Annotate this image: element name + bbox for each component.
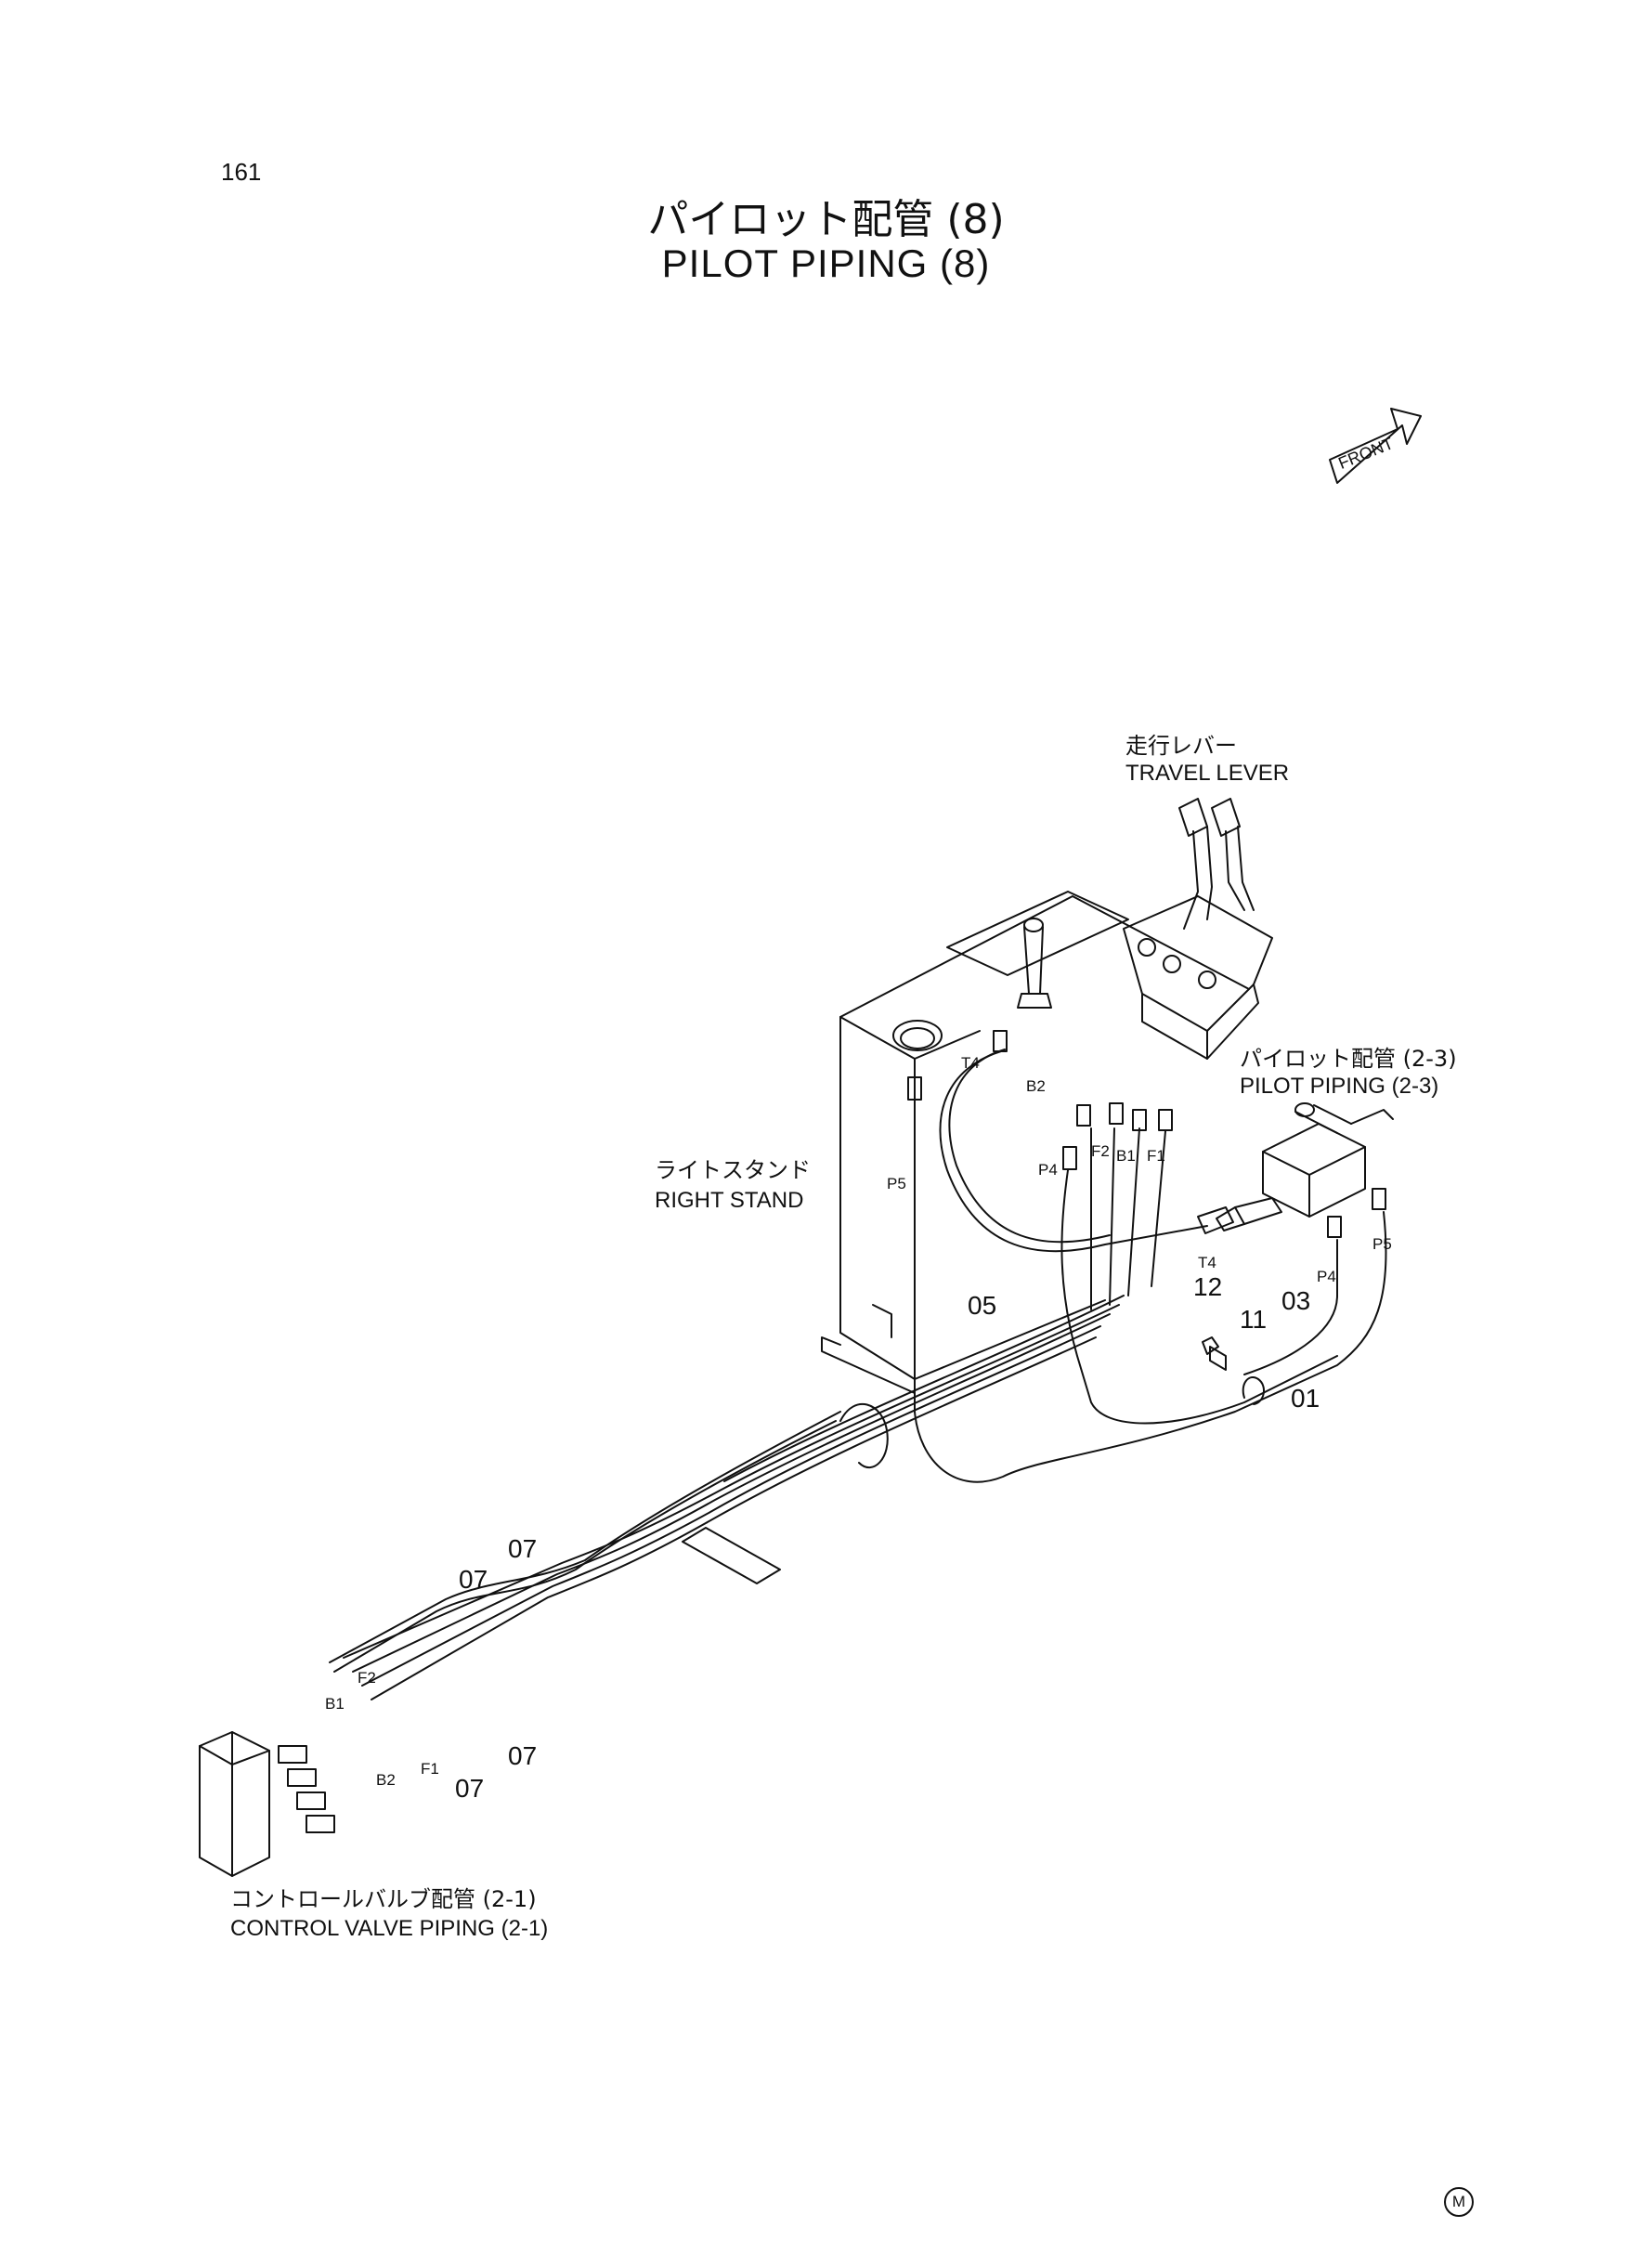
part-number-07: 07 (459, 1565, 488, 1594)
part-number-12: 12 (1193, 1272, 1223, 1301)
part-number-07: 07 (508, 1534, 538, 1563)
part-number-03: 03 (1281, 1286, 1311, 1315)
port-label-p5: P5 (1372, 1235, 1392, 1253)
vertical-hoses (914, 1100, 1387, 1483)
port-label-b1: B1 (325, 1695, 345, 1713)
control-valve-block (199, 1731, 335, 1877)
right-stand-label-jp: ライトスタンド (655, 1157, 811, 1183)
port-label-b2: B2 (376, 1771, 396, 1789)
port-label-f1: F1 (1147, 1147, 1165, 1165)
hose-bundle (329, 1295, 1125, 1700)
page-number: 161 (221, 158, 262, 186)
t4-hose (939, 1049, 1234, 1253)
clamp-and-bolt (1202, 1336, 1265, 1405)
right-stand-label-en: RIGHT STAND (655, 1188, 804, 1213)
front-arrow-icon (1329, 408, 1422, 484)
pilot-valve-block (1216, 1102, 1394, 1238)
port-label-t4: T4 (1198, 1254, 1216, 1271)
right-stand-drawing (821, 891, 1250, 1394)
port-label-f2: F2 (1091, 1142, 1110, 1160)
page-title-en: PILOT PIPING (8) (661, 241, 991, 285)
bundle-straps (682, 1402, 889, 1584)
page-title-jp: パイロット配管 (8) (647, 196, 1005, 243)
travel-lever-label-jp: 走行レバー (1125, 733, 1237, 759)
port-label-t4: T4 (961, 1054, 980, 1072)
part-number-01: 01 (1291, 1384, 1320, 1413)
part-number-07: 07 (508, 1741, 538, 1770)
control-valve-label-en: CONTROL VALVE PIPING (2-1) (230, 1916, 549, 1941)
pilot-piping-2-3-label-jp: パイロット配管 (2-3) (1240, 1046, 1457, 1072)
stand-lever-drawing (1017, 918, 1052, 1009)
pilot-piping-2-3-label-en: PILOT PIPING (2-3) (1240, 1074, 1439, 1099)
manufacturer-logo: M (1444, 2187, 1474, 2217)
part-number-05: 05 (968, 1291, 997, 1320)
port-label-f1: F1 (421, 1760, 439, 1778)
travel-lever-label-en: TRAVEL LEVER (1125, 761, 1290, 786)
part-number-11: 11 (1240, 1305, 1268, 1334)
port-label-p5: P5 (887, 1175, 906, 1192)
port-label-b1: B1 (1116, 1147, 1136, 1165)
part-number-07: 07 (455, 1774, 485, 1803)
port-label-p4: P4 (1317, 1268, 1336, 1285)
port-label-f2: F2 (358, 1669, 376, 1687)
port-label-p4: P4 (1038, 1161, 1058, 1179)
travel-lever-drawing (1123, 798, 1273, 1060)
port-label-b2: B2 (1026, 1077, 1046, 1095)
control-valve-label-jp: コントロールバルブ配管 (2-1) (230, 1886, 537, 1912)
